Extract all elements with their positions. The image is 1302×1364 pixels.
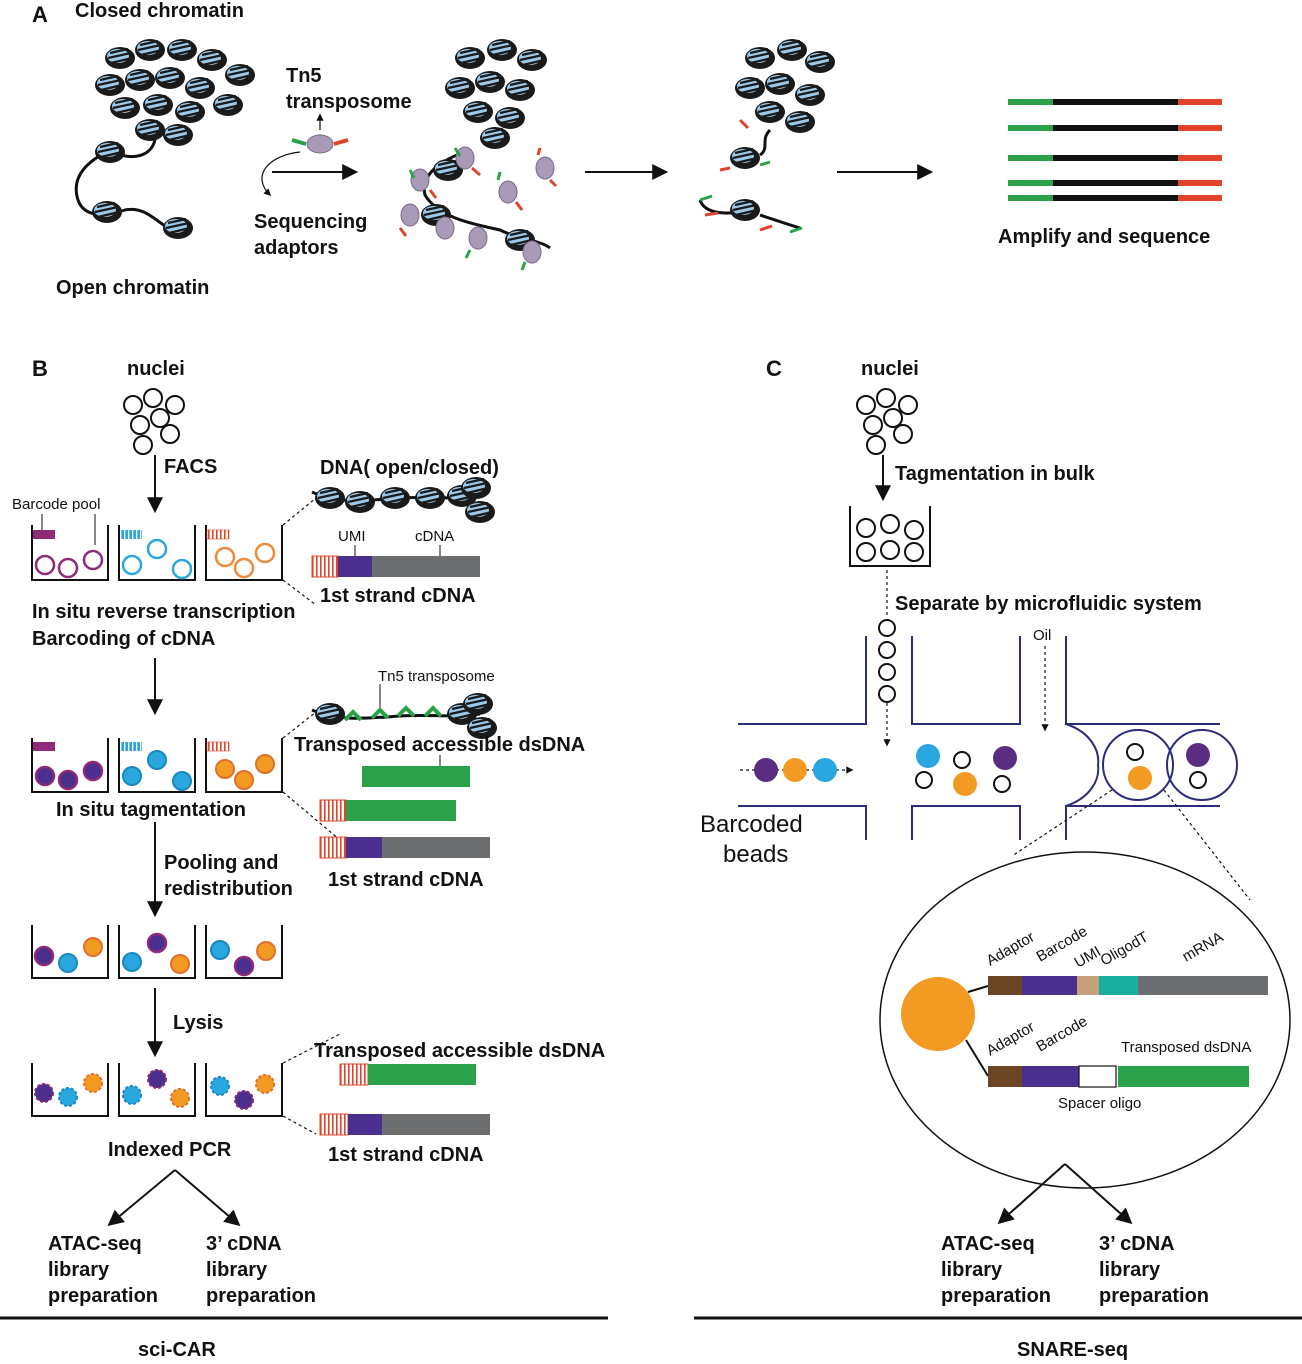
cdna3-label-b-2: library: [206, 1259, 268, 1281]
oligo-construct-mrna: [988, 976, 1268, 995]
atac-label-b-3: preparation: [48, 1285, 158, 1307]
transposed-label-2: Transposed accessible dsDNA: [314, 1040, 605, 1062]
panel-a: A Closed chromatin Open chromatin Tn5 tr…: [32, 0, 1222, 299]
snare-seq-label: SNARE-seq: [1017, 1339, 1128, 1361]
tn5-transposome-icon: [291, 134, 349, 154]
first-strand-label-3: 1st strand cDNA: [328, 1144, 484, 1166]
wells-row-1: [31, 525, 283, 581]
cdna-label-b: cDNA: [415, 528, 454, 545]
cdna3-label-c-2: library: [1099, 1259, 1161, 1281]
bead-zoom: [901, 977, 975, 1051]
barcoded-label-2: beads: [723, 841, 788, 868]
sequencing-adaptors-label-1: Sequencing: [254, 211, 367, 233]
oil-label: Oil: [1033, 627, 1051, 644]
barcoded-label-1: Barcoded: [700, 811, 803, 838]
amplify-label: Amplify and sequence: [998, 226, 1210, 248]
panel-b: B nuclei FACS DNA( open/closed) Barcode …: [0, 356, 608, 1361]
dsdna-bar-with-adaptor: [319, 799, 456, 822]
cdna-construct-3: [319, 1113, 490, 1136]
nuclei-cluster-c: [856, 388, 918, 455]
dsdna-bar-1: [362, 766, 470, 787]
barcoded-beads: [754, 758, 837, 782]
separate-label: Separate by microfluidic system: [895, 593, 1202, 615]
beads-and-nuclei-mixing: [915, 744, 1017, 796]
nuclei-label-b: nuclei: [127, 358, 185, 380]
cdna3-label-c-3: preparation: [1099, 1285, 1209, 1307]
oligo-construct-dsdna: [988, 1065, 1249, 1088]
barcode-pool-label: Barcode pool: [12, 496, 100, 513]
barcode-label-2: Barcode: [1034, 1013, 1091, 1056]
lysis-label: Lysis: [173, 1012, 223, 1034]
panel-c: C nuclei Tagmentation in bulk Separate b…: [694, 356, 1302, 1361]
umi-label-b: UMI: [338, 528, 366, 545]
open-chromatin-label: Open chromatin: [56, 277, 209, 299]
first-strand-label-1: 1st strand cDNA: [320, 585, 476, 607]
panel-a-label: A: [32, 2, 48, 27]
wells-row-3: [31, 925, 283, 979]
fragmented-chromatin: [698, 37, 837, 234]
mrna-label: mRNA: [1180, 929, 1227, 966]
chromatin-with-tn5: [398, 37, 558, 271]
dsdna-bar-lysis: [339, 1063, 476, 1086]
tn5-label-2: transposome: [286, 91, 412, 113]
rt-label-1: In situ reverse transcription: [32, 601, 295, 623]
pooling-label-2: redistribution: [164, 878, 293, 900]
sci-car-label: sci-CAR: [138, 1339, 216, 1361]
transposed-label-1: Transposed accessible dsDNA: [294, 734, 585, 756]
closed-chromatin-cluster: [93, 37, 257, 148]
transposed-dsdna-label: Transposed dsDNA: [1121, 1039, 1251, 1056]
panel-c-label: C: [766, 356, 782, 381]
first-strand-label-2: 1st strand cDNA: [328, 869, 484, 891]
adaptor-label-2: Adaptor: [984, 1018, 1038, 1059]
pooling-label-1: Pooling and: [164, 852, 278, 874]
nuclei-label-c: nuclei: [861, 358, 919, 380]
dna-strand-icon: [311, 475, 497, 525]
droplets: [1126, 743, 1210, 790]
atac-label-c-3: preparation: [941, 1285, 1051, 1307]
bulk-tube: [849, 506, 931, 567]
cdna-construct-1: [311, 555, 480, 578]
panel-b-label: B: [32, 356, 48, 381]
indexed-pcr-label: Indexed PCR: [108, 1139, 232, 1161]
zoom-ellipse: [879, 851, 1291, 1189]
rt-label-2: Barcoding of cDNA: [32, 628, 215, 650]
cdna3-label-c-1: 3’ cDNA: [1099, 1233, 1175, 1255]
cdna3-label-b-3: preparation: [206, 1285, 316, 1307]
dna-label: DNA( open/closed): [320, 457, 499, 479]
closed-chromatin-label: Closed chromatin: [75, 0, 244, 22]
spacer-oligo-label: Spacer oligo: [1058, 1095, 1141, 1112]
tagmented-dna-icon: [311, 691, 499, 741]
wells-row-4: [31, 1063, 283, 1117]
sequencing-reads: [1008, 99, 1222, 201]
tagmentation-bulk-label: Tagmentation in bulk: [895, 463, 1096, 485]
tagmentation-label-b: In situ tagmentation: [56, 799, 246, 821]
tn5-label-1: Tn5: [286, 65, 322, 87]
nuclei-in-channel: [878, 619, 896, 703]
atac-label-c-2: library: [941, 1259, 1003, 1281]
tn5-small-label: Tn5 transposome: [378, 668, 495, 685]
wells-row-2: [31, 738, 283, 793]
microfluidic-chip: [738, 636, 1238, 840]
atac-label-c-1: ATAC-seq: [941, 1233, 1035, 1255]
oligodt-label: OligodT: [1098, 928, 1152, 969]
cdna-construct-2: [319, 836, 490, 859]
adaptor-label-1: Adaptor: [984, 928, 1038, 969]
nuclei-cluster-b: [123, 388, 185, 455]
cdna3-label-b-1: 3’ cDNA: [206, 1233, 282, 1255]
sequencing-adaptors-label-2: adaptors: [254, 237, 338, 259]
facs-label: FACS: [164, 456, 217, 478]
atac-label-b-2: library: [48, 1259, 110, 1281]
atac-label-b-1: ATAC-seq: [48, 1233, 142, 1255]
